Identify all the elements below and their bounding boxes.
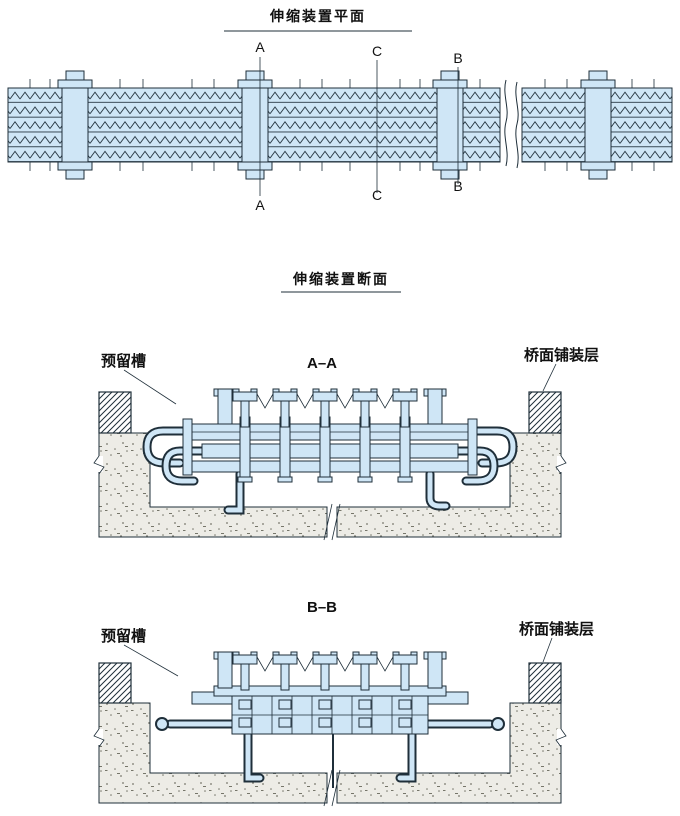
joint-endcap-left-aa bbox=[182, 418, 193, 476]
cross-sections-heading: 伸缩装置断面 bbox=[281, 271, 401, 293]
groove-leader-aa bbox=[123, 369, 177, 405]
rail-profile bbox=[392, 651, 418, 691]
rail-profile bbox=[312, 388, 338, 428]
pavement-leader-bb bbox=[542, 637, 553, 663]
pavement-hatch-right-bb bbox=[528, 662, 562, 704]
section-letter-c-bottom: C bbox=[372, 187, 382, 203]
section-marker-c: C C bbox=[372, 43, 382, 203]
edge-profile-left-web-aa bbox=[217, 388, 233, 425]
rail-profile bbox=[312, 651, 338, 691]
section-marker-b: B B bbox=[453, 50, 462, 194]
rail-profile bbox=[352, 651, 378, 691]
rail-profile bbox=[392, 388, 418, 428]
section-letter-b-bottom: B bbox=[453, 178, 462, 194]
anchor-arms-bb bbox=[155, 717, 505, 731]
crossbeam-support bbox=[57, 70, 93, 180]
edge-profile-right-web-aa bbox=[427, 388, 443, 425]
label-pavement-layer-bb: 桥面铺装层 bbox=[519, 620, 594, 663]
joint-endcap-right-aa bbox=[467, 418, 478, 476]
label-reserved-groove-bb: 预留槽 bbox=[101, 627, 179, 677]
expansion-joint-bb bbox=[155, 651, 505, 788]
groove-leader-bb bbox=[123, 644, 179, 677]
anchor-loops-aa bbox=[142, 426, 518, 486]
concrete-right-bb bbox=[336, 702, 562, 804]
concrete-left-bb bbox=[98, 702, 328, 804]
rubber-seals-bb bbox=[256, 656, 394, 672]
pavement-hatch-left-aa bbox=[98, 391, 132, 434]
crossbeam-support bbox=[432, 70, 468, 180]
expansion-joint-aa bbox=[142, 388, 518, 515]
wall-break-left-bb bbox=[93, 728, 105, 748]
section-letter-a-bottom: A bbox=[255, 197, 265, 213]
label-reserved-groove-aa: 预留槽 bbox=[101, 352, 177, 405]
rail-profile bbox=[232, 651, 258, 691]
section-aa-title: A–A bbox=[307, 355, 337, 372]
plan-tick-marks bbox=[29, 79, 655, 171]
floor-break-aa bbox=[323, 503, 341, 541]
rail-profile bbox=[352, 388, 378, 428]
section-marker-a: A A bbox=[255, 39, 265, 213]
crossbeam-support bbox=[237, 70, 273, 180]
section-letter-a-top: A bbox=[255, 39, 265, 55]
groove-label-text-bb: 预留槽 bbox=[101, 627, 146, 645]
joint-bolts-aa bbox=[237, 416, 413, 483]
section-letter-c-top: C bbox=[372, 43, 382, 59]
rubber-seals-aa bbox=[256, 393, 394, 409]
section-letter-b-top: B bbox=[453, 50, 462, 66]
pavement-leader-aa bbox=[542, 363, 557, 392]
rail-profile bbox=[232, 388, 258, 428]
rail-profile bbox=[272, 651, 298, 691]
label-pavement-layer-aa: 桥面铺装层 bbox=[524, 346, 599, 392]
pavement-hatch-left-bb bbox=[98, 662, 132, 704]
groove-label-text-aa: 预留槽 bbox=[101, 352, 146, 370]
joint-legs-bb bbox=[243, 729, 417, 788]
section-aa: A–A bbox=[93, 346, 599, 541]
floor-break-bb bbox=[323, 769, 341, 807]
edge-profile-left-web-bb bbox=[217, 651, 233, 689]
plan-title: 伸缩装置平面 bbox=[269, 8, 366, 24]
joint-box-dividers-bb bbox=[232, 696, 428, 734]
rail-profile bbox=[272, 388, 298, 428]
joint-box-bolts-bb bbox=[238, 699, 412, 728]
pavement-label-text-aa: 桥面铺装层 bbox=[524, 346, 599, 364]
edge-profile-right-web-bb bbox=[427, 651, 443, 689]
sections-heading-text: 伸缩装置断面 bbox=[292, 271, 389, 287]
plan-view: 伸缩装置平面 A A C bbox=[7, 8, 673, 213]
section-bb: B–B bbox=[93, 599, 594, 807]
pavement-hatch-right-aa bbox=[528, 391, 562, 434]
joint-legs-aa bbox=[223, 469, 451, 515]
pavement-label-text-bb: 桥面铺装层 bbox=[519, 620, 594, 638]
wall-break-right-bb bbox=[555, 728, 567, 748]
wall-break-right-aa bbox=[555, 455, 567, 475]
section-bb-title: B–B bbox=[307, 599, 337, 616]
crossbeam-support bbox=[580, 70, 616, 180]
break-symbol bbox=[504, 79, 519, 169]
wall-break-left-aa bbox=[93, 455, 105, 475]
